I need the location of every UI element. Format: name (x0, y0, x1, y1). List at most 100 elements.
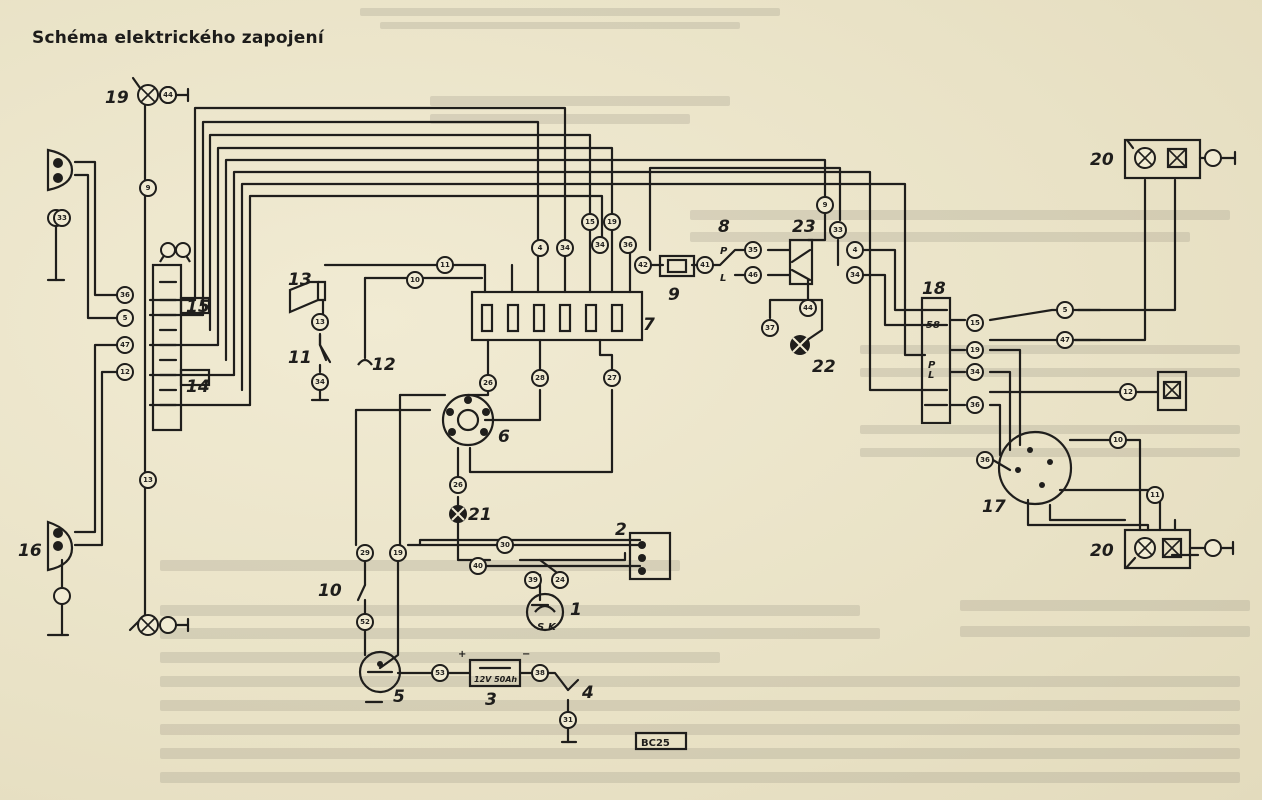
wire-node: 36 (966, 396, 984, 414)
wire-node: 27 (603, 369, 621, 387)
wire-node-number: 41 (700, 261, 710, 269)
wire-node: 12 (1119, 383, 1137, 401)
lamp-19-bottom (137, 614, 190, 636)
label-c1: 1 (570, 600, 582, 620)
wire-node: 26 (449, 476, 467, 494)
wire-node-number: 26 (483, 379, 493, 387)
wire-node-number: 33 (833, 226, 843, 234)
wire-node-number: 19 (393, 549, 403, 557)
wire-node: 5 (116, 309, 134, 327)
label-c10: 10 (318, 581, 342, 601)
wire-node-number: 36 (980, 456, 990, 464)
wire-node: 19 (389, 544, 407, 562)
wire-node-number: 36 (623, 241, 633, 249)
horn-13 (288, 280, 327, 314)
wire-node: 36 (116, 286, 134, 304)
wire-node-number: 19 (607, 218, 617, 226)
terminal-58: 58 (926, 320, 940, 331)
label-c15: 15 (186, 297, 210, 317)
wire-node: 44 (159, 86, 177, 104)
wire-node-number: 29 (360, 549, 370, 557)
wire-node-number: 42 (638, 261, 648, 269)
connector-12 (357, 358, 373, 366)
wire-node: 47 (1056, 331, 1074, 349)
wire-node: 4 (846, 241, 864, 259)
wire-node-number: 10 (1113, 436, 1123, 444)
wire-node: 47 (116, 336, 134, 354)
generator-s: S (537, 622, 544, 633)
wire-node-number: 9 (146, 184, 151, 192)
ground-symbols (46, 278, 578, 744)
wire-node-number: 46 (748, 271, 758, 279)
wire-node-number: 13 (315, 318, 325, 326)
wire-node: 9 (816, 196, 834, 214)
fuse-bc25 (634, 731, 688, 751)
wire-node-number: 34 (560, 244, 570, 252)
connector-2 (628, 531, 672, 581)
wire-node: 11 (436, 256, 454, 274)
terminal-p: P (720, 246, 728, 257)
wire-node-number: 40 (473, 562, 483, 570)
wire-node-number: 11 (1150, 491, 1160, 499)
wire-node-number: 36 (970, 401, 980, 409)
wire-node-number: 34 (315, 378, 325, 386)
label-c23: 23 (792, 217, 816, 237)
wire-node-number: 47 (1060, 336, 1070, 344)
component-labels: 1 2 3 4 5 6 7 8 9 10 11 12 13 14 15 16 1… (18, 88, 1114, 710)
wire-node-number: 47 (120, 341, 130, 349)
wire-node: 53 (431, 664, 449, 682)
wire-node: 39 (524, 571, 542, 589)
wire-node-number: 44 (163, 91, 173, 99)
wire-node-number: 10 (410, 276, 420, 284)
fuse-box-7 (470, 290, 644, 342)
label-c16: 16 (18, 541, 42, 561)
switch-block-14 (151, 242, 211, 432)
wire-node-number: 39 (528, 576, 538, 584)
wire-node-number: 12 (1123, 388, 1133, 396)
wire-node-number: 19 (970, 346, 980, 354)
switch-17 (997, 430, 1073, 506)
wire-node: 19 (966, 341, 984, 359)
wire-node-number: 52 (360, 618, 370, 626)
label-c18: 18 (922, 279, 946, 299)
wire-node-number: 4 (538, 244, 543, 252)
label-c13: 13 (288, 270, 312, 290)
generator-k: K (548, 622, 557, 633)
connector-block-18 (920, 296, 952, 425)
wire-node: 52 (356, 613, 374, 631)
wire-node-number: 4 (853, 246, 858, 254)
generator-1 (525, 592, 565, 632)
terminal-p-block: P (928, 360, 936, 371)
label-c9: 9 (668, 285, 680, 305)
rear-lamp-20-top (1123, 138, 1237, 180)
headlight-left-bottom (46, 520, 74, 605)
flasher-9 (658, 254, 696, 278)
wire-node: 28 (531, 369, 549, 387)
wire-node: 13 (139, 471, 157, 489)
battery-plus: + (458, 649, 466, 660)
wire-node-number: 24 (555, 576, 565, 584)
wire-node: 34 (846, 266, 864, 284)
label-c22: 22 (812, 357, 836, 377)
wire-node-number: 37 (765, 324, 775, 332)
wire-node-number: 11 (440, 261, 450, 269)
wire-node: 46 (744, 266, 762, 284)
label-c7: 7 (643, 315, 655, 335)
wire-node: 10 (1109, 431, 1127, 449)
wire-node-number: 28 (535, 374, 545, 382)
wire-node: 36 (976, 451, 994, 469)
wire-node: 4 (531, 239, 549, 257)
label-c3: 3 (485, 690, 497, 710)
wire-node: 37 (761, 319, 779, 337)
label-c11: 11 (288, 348, 312, 368)
wire-node-number: 34 (850, 271, 860, 279)
wire-node-number: 15 (585, 218, 595, 226)
wire-node: 34 (556, 239, 574, 257)
label-c14: 14 (186, 377, 210, 397)
regulator-6 (441, 393, 495, 447)
terminal-letters: P L P L 58 + − 12V 50Ah BC25 S K (458, 246, 940, 749)
lamp-22 (790, 335, 810, 355)
wire-node-number: 27 (607, 374, 617, 382)
wire-node-number: 5 (1063, 306, 1068, 314)
